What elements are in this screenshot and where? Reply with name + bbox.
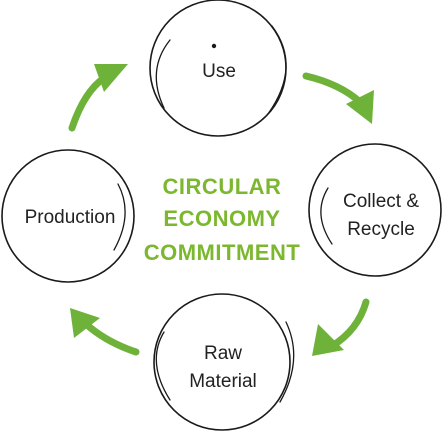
node-use: Use — [149, 0, 287, 137]
node-raw-label-2: Material — [189, 371, 257, 392]
node-production-sketch-right — [113, 183, 126, 251]
node-production-label: Production — [25, 207, 116, 228]
node-production-circle — [1, 149, 135, 283]
node-collect-circle — [308, 143, 442, 277]
node-use-sketch-right — [267, 25, 287, 115]
arrow-use-to-collect-icon — [302, 72, 374, 124]
arrow-production-to-use-icon — [68, 64, 128, 132]
node-collect-sketch-left — [320, 187, 333, 245]
node-use-label: Use — [202, 61, 236, 82]
arrow-raw-to-production-icon — [70, 308, 140, 356]
node-raw-label-1: Raw — [204, 343, 242, 364]
node-raw-material: Raw Material — [153, 293, 295, 431]
use-dot-icon — [211, 43, 217, 49]
node-collect-label-2: Recycle — [347, 219, 415, 240]
node-raw-sketch-left — [155, 331, 171, 401]
center-title-line-2: ECONOMY — [163, 206, 280, 231]
arrow-collect-to-raw-icon — [312, 298, 370, 356]
node-production: Production — [1, 149, 135, 283]
node-raw-circle — [153, 293, 291, 431]
center-title: CIRCULAR ECONOMY COMMITMENT — [144, 174, 301, 265]
center-title-line-3: COMMITMENT — [144, 240, 301, 265]
node-use-sketch-left — [155, 39, 171, 109]
node-collect-recycle: Collect & Recycle — [308, 143, 442, 277]
node-raw-sketch-right — [279, 321, 295, 403]
node-collect-label-1: Collect & — [343, 191, 419, 212]
center-title-line-1: CIRCULAR — [163, 174, 282, 199]
